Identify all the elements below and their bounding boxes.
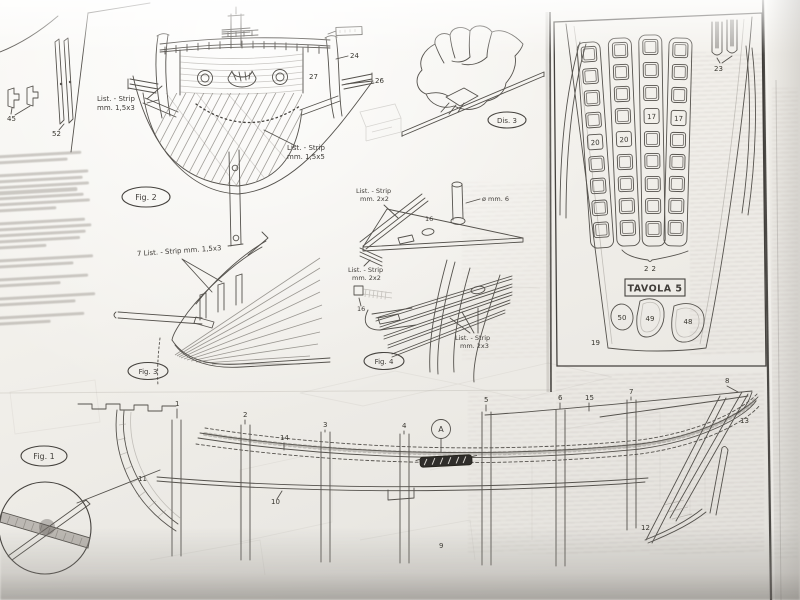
fig2-strip-left-label: List. - Strip [97,95,135,103]
fig4-strip-2x3: List. - Strip [455,334,490,342]
part-11-label: 11 [138,475,147,483]
fig4-strip-2x2b2: mm. 2x2 [352,274,381,282]
panel-part-48: 48 [684,318,693,326]
fig1-caption: Fig. 1 [33,452,55,461]
ghost-bleed-shapes [9,286,706,576]
fig2-part-26: 26 [375,77,384,85]
fig2-strip-left-label2: mm. 1,5x3 [97,104,135,112]
fig4-strip-2x2b: List. - Strip [348,266,383,274]
fig4-strip-2x2a: List. - Strip [356,187,391,195]
part-15-label: 15 [585,394,594,402]
fig4-dowel-diameter: ø mm. 6 [482,195,509,203]
panel-part-20: 20 [590,139,599,148]
dis3-hand-drawing: Dis. 3 [401,25,545,137]
fig3-bow-planking: 7 List. - Strip mm. 1,5x3 Fig. 3 [113,231,331,387]
keel-jig-profile: A 1 2 3 4 5 6 15 7 8 13 12 11 14 10 9 [77,377,761,567]
tavola5-panel: 20 20 17 17 [553,12,767,367]
frame-3-label: 3 [323,421,327,429]
fig4-caption-oval [363,351,405,371]
fig4-part-16b: 16 [357,305,365,313]
dis3-caption-oval [487,111,527,129]
ratline-strip-17a: 17 [638,34,666,247]
part-45-label: 45 [7,115,16,123]
fig4-platform-assembly: 16 ø mm. 6 List. - Strip mm. 2x2 List. -… [348,181,524,383]
panel-part-22: 22 [644,265,659,273]
bleed-through-text [690,52,764,354]
fig3-strip-label: 7 List. - Strip mm. 1,5x3 [137,244,222,258]
fig2-strip-right-label2: mm. 1,5x5 [287,153,325,161]
tavola5-title-box [624,278,686,297]
part-10-label: 10 [271,498,280,506]
part-14-label: 14 [280,434,289,442]
bleed-through-text [462,182,548,360]
fig3-caption: Fig. 3 [139,368,158,376]
panel-part-19: 19 [591,339,600,347]
fig1-clamp-detail: Fig. 1 [0,445,161,575]
fig2-part-24: 24 [350,52,359,60]
fig3-caption-oval [127,361,169,381]
part-12-label: 12 [641,524,650,532]
faint-box-sketch [359,103,402,142]
fig2-stern-view: List. - Strip mm. 1,5x3 List. - Strip mm… [97,6,384,247]
bleed-through-text [556,372,764,554]
part-9-label: 9 [439,542,443,550]
bleed-through-text [772,88,798,560]
panel-part-23: 23 [714,65,723,73]
loose-parts-box: 45 52 [0,2,151,153]
fig2-strip-right-label: List. - Strip [287,144,325,152]
fig2-caption-oval [121,186,171,208]
panel-part-20b: 20 [619,136,628,144]
frame-1-label: 1 [175,400,179,408]
fig4-strip-2x3b: mm. 2x3 [460,342,489,350]
reinforcing-strip-a [415,454,478,468]
part-13-label: 13 [740,417,749,425]
frame-7-label: 7 [629,388,633,396]
tavola5-title: TAVOLA 5 [627,284,682,295]
detail-a-marker: A [438,425,444,434]
part-23-forks: 23 [711,19,738,73]
panel-part-17b: 17 [674,115,683,123]
fig2-part-27: 27 [309,73,318,81]
panel-part-50: 50 [618,314,627,322]
frame-6-label: 6 [558,394,563,402]
panel-part-17: 17 [647,113,656,121]
fig2-caption: Fig. 2 [135,193,157,202]
fig4-strip-2x2a2: mm. 2x2 [360,195,389,203]
fig1-caption-oval [20,445,68,467]
frame-2-label: 2 [243,411,247,419]
fig4-caption: Fig. 4 [375,358,394,366]
frame-8-label: 8 [725,377,729,385]
frame-4-label: 4 [402,422,407,430]
frame-5-label: 5 [484,396,488,404]
ratline-strip-17b: 17 [663,37,693,247]
dis3-caption: Dis. 3 [497,117,517,125]
ratline-strip-20b: 20 [607,37,641,247]
page-edges [549,0,782,600]
fig4-part-16: 16 [425,215,433,223]
panel-part-49: 49 [646,315,655,323]
ratline-strip-20a: 20 [576,41,614,249]
part-52-label: 52 [52,130,61,138]
